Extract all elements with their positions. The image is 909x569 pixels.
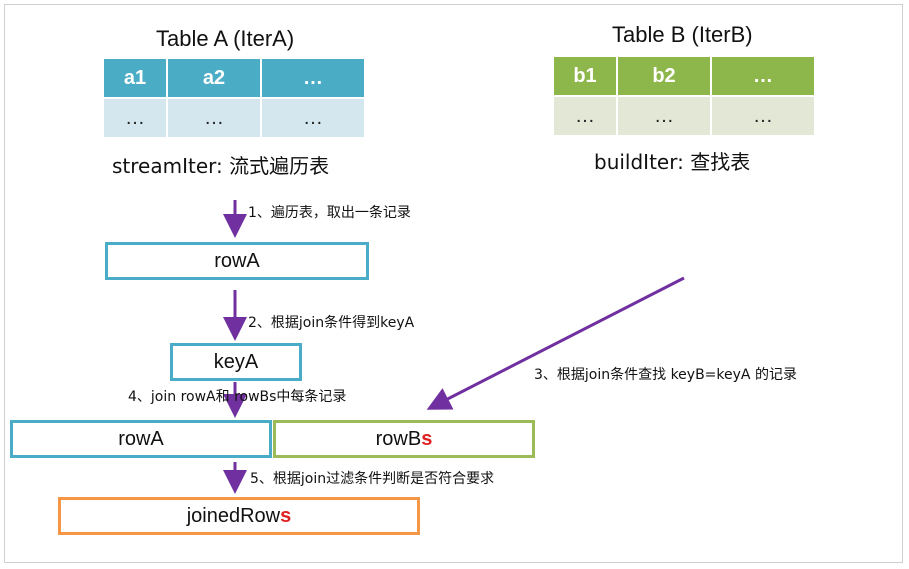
join-rowA-label: rowA	[118, 427, 164, 450]
table-b-title: Table B (IterB)	[612, 22, 753, 47]
table-b-header-cell: b2	[616, 55, 712, 97]
table-a-cell: …	[102, 97, 168, 139]
table-a: a1 a2 … … … …	[102, 57, 366, 139]
table-b-header-row: b1 b2 …	[552, 55, 816, 97]
table-b-caption: buildIter: 查找表	[594, 150, 751, 174]
table-a-header-cell: …	[260, 57, 366, 99]
step-4-label: 4、join rowA和 rowBs中每条记录	[128, 389, 347, 405]
table-a-caption: streamIter: 流式遍历表	[112, 154, 330, 178]
joinedRows-label: joinedRows	[187, 505, 292, 528]
keyA-box: keyA	[170, 343, 302, 381]
table-b-header-cell: b1	[552, 55, 618, 97]
table-a-header-cell: a2	[166, 57, 262, 99]
table-a-cell: …	[260, 97, 366, 139]
joinedRows-box: joinedRows	[58, 497, 420, 535]
rowBs-label: rowBs	[376, 428, 433, 451]
table-b-cell: …	[552, 95, 618, 137]
rowA-box: rowA	[105, 242, 369, 280]
step-1-label: 1、遍历表，取出一条记录	[248, 205, 411, 221]
table-b-cell: …	[616, 95, 712, 137]
rowBs-prefix: rowB	[375, 427, 422, 450]
keyA-label: keyA	[213, 350, 259, 373]
joinedRows-plural-suffix: s	[280, 504, 292, 527]
rowA-label: rowA	[214, 249, 260, 272]
table-b-cell: …	[710, 95, 816, 137]
table-b-row: … … …	[552, 95, 816, 137]
joinedRows-prefix: joinedRow	[186, 504, 281, 527]
step-5-label: 5、根据join过滤条件判断是否符合要求	[250, 471, 495, 487]
table-a-title: Table A (IterA)	[156, 26, 295, 51]
diagram-frame	[4, 4, 903, 563]
rowBs-box: rowBs	[273, 420, 535, 458]
rowBs-plural-suffix: s	[421, 427, 433, 450]
table-a-header-cell: a1	[102, 57, 168, 99]
table-a-header-row: a1 a2 …	[102, 57, 366, 99]
join-rowA-box: rowA	[10, 420, 272, 458]
arrow-step-3	[426, 276, 685, 410]
step-3-label: 3、根据join条件查找 keyB=keyA 的记录	[534, 367, 797, 383]
table-a-cell: …	[166, 97, 262, 139]
step-2-label: 2、根据join条件得到keyA	[248, 315, 415, 331]
table-a-row: … … …	[102, 97, 366, 139]
table-b-header-cell: …	[710, 55, 816, 97]
table-b: b1 b2 … … … …	[552, 55, 816, 137]
